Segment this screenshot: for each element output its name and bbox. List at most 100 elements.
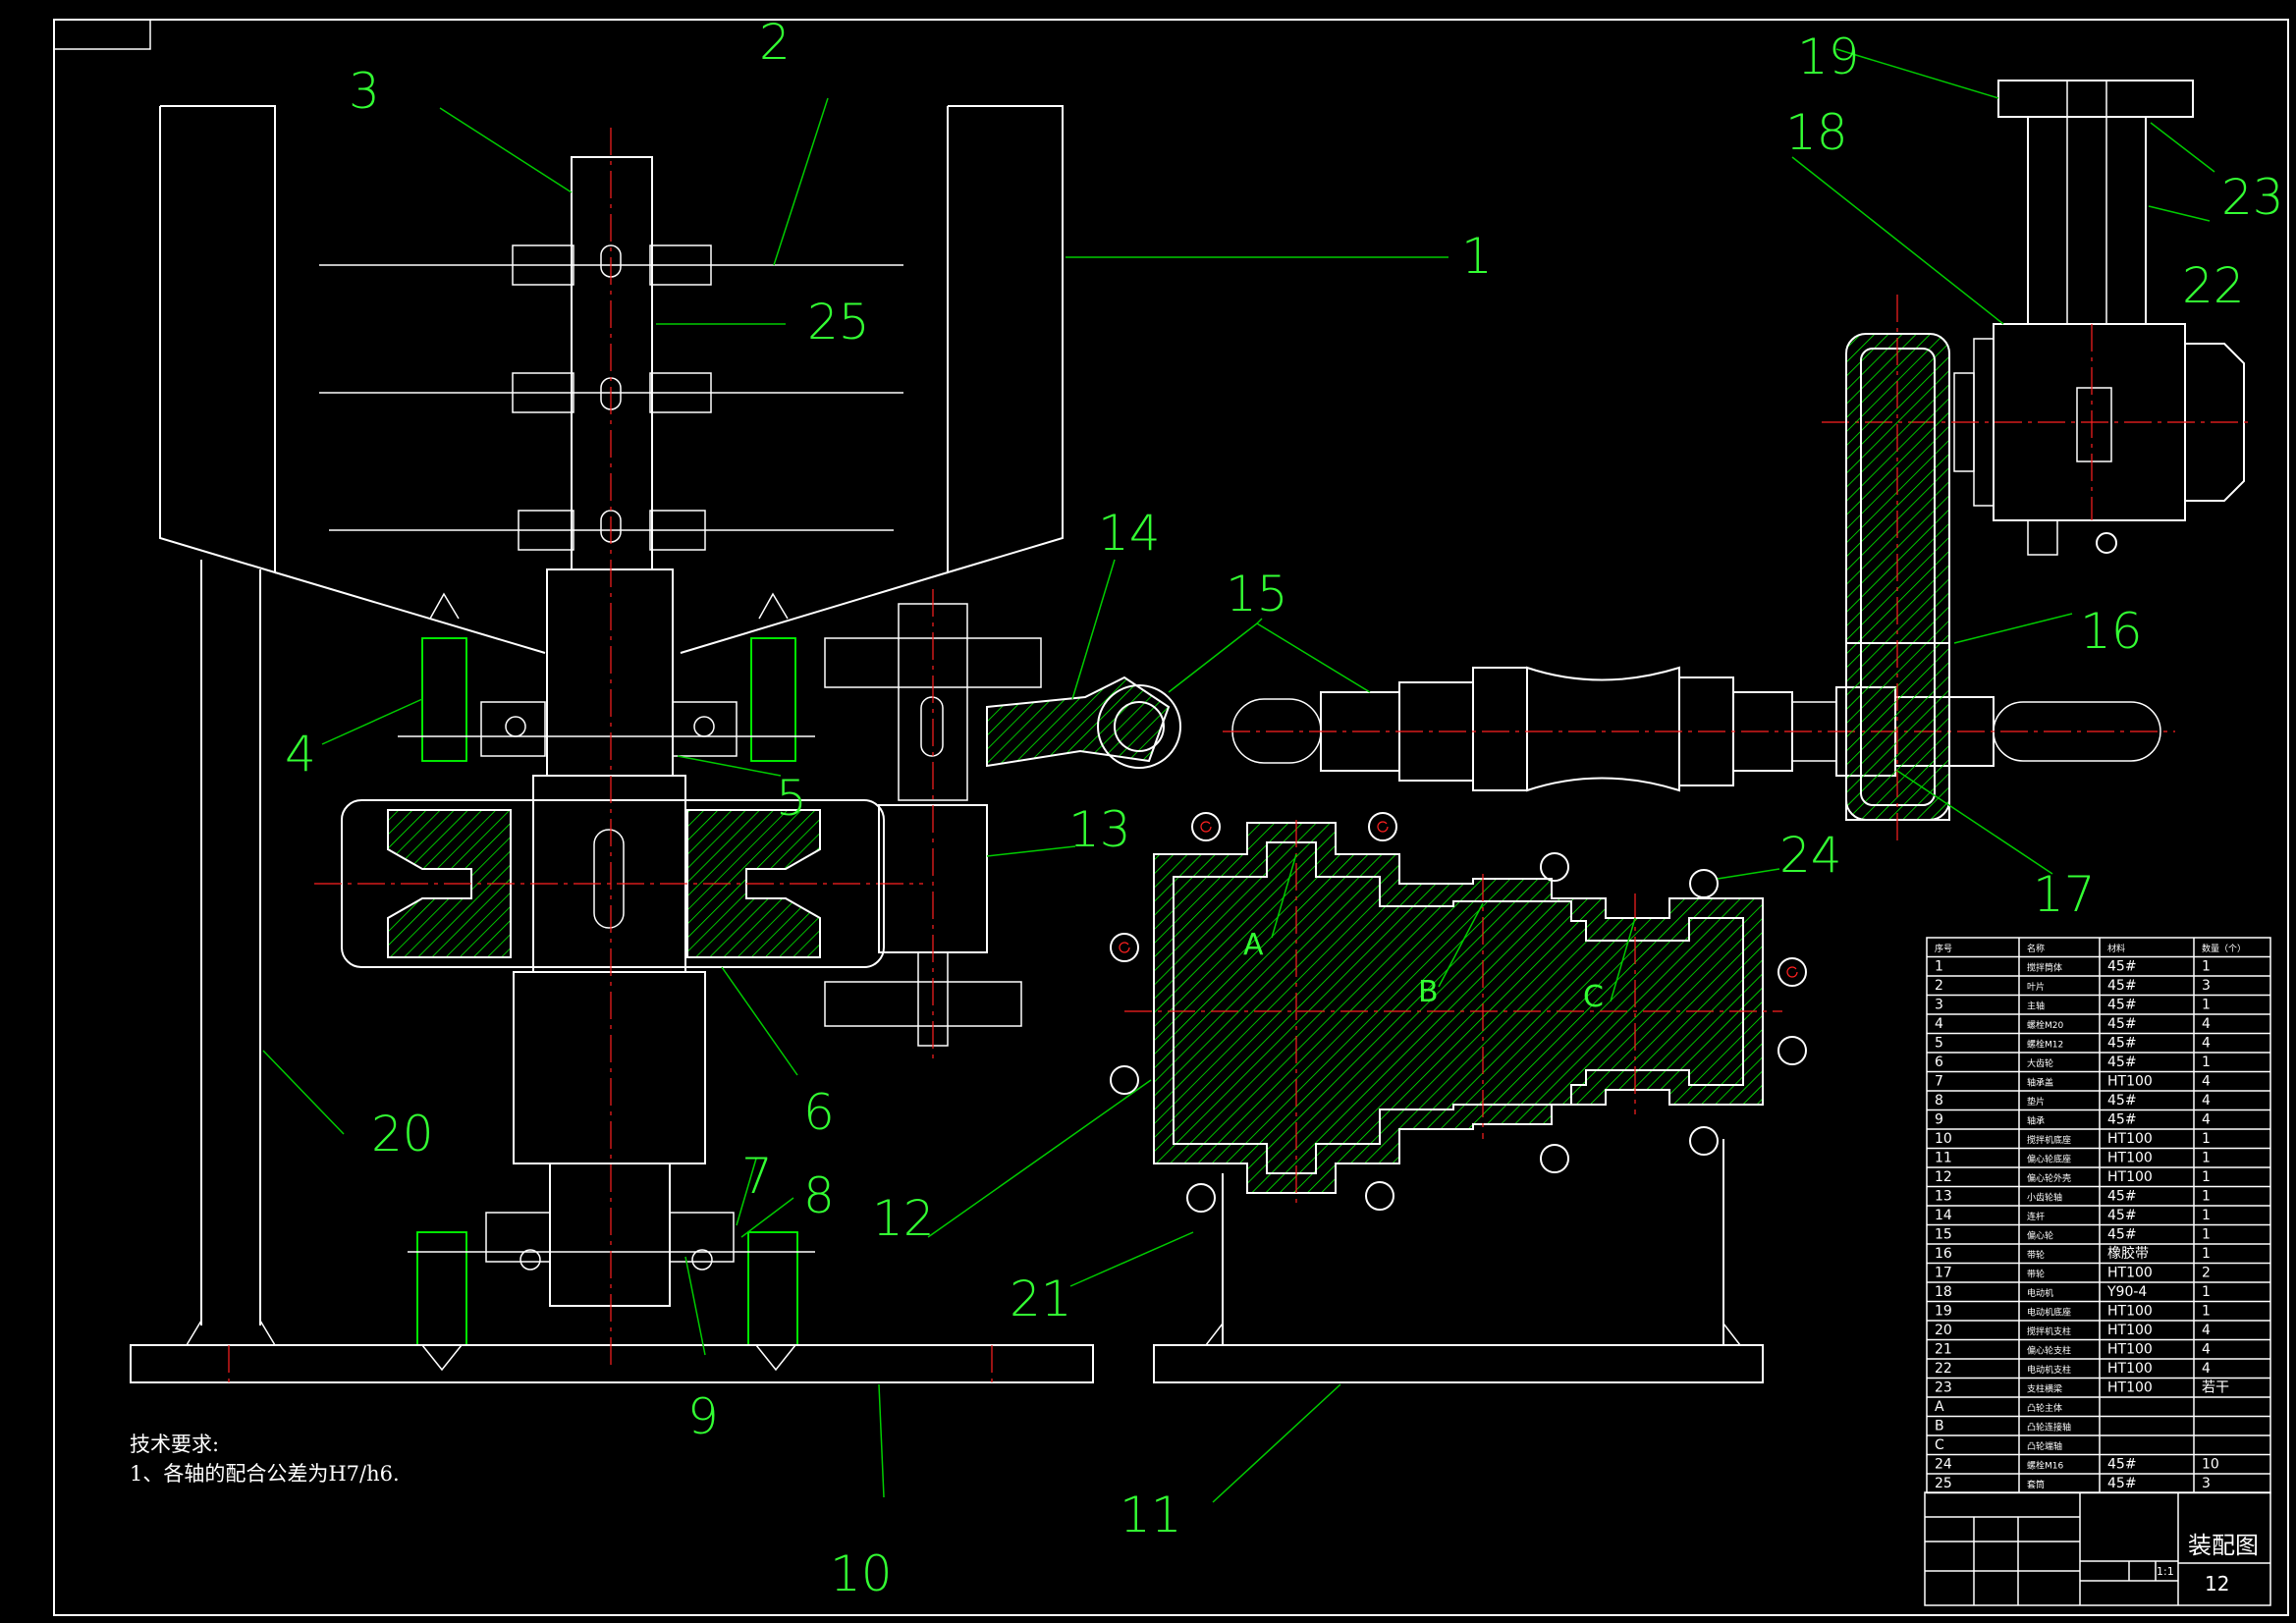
bom-cell-qty: 1 [2202,1284,2211,1300]
bom-cell-no: C [1935,1437,1944,1453]
bom-cell-no: A [1935,1399,1944,1415]
bom-cell-qty: 3 [2202,978,2211,994]
callout-3: 3 [349,63,380,120]
bom-cell-no: 13 [1935,1189,1952,1205]
callout-1: 1 [1461,228,1493,285]
bom-cell-name: 套筒 [2027,1479,2045,1490]
bom-cell-name: 偏心轮底座 [2027,1154,2071,1165]
callout-4: 4 [285,726,316,783]
bom-cell-no: 19 [1935,1304,1952,1320]
callout-25: 25 [807,294,870,351]
bom-cell-no: 3 [1935,998,1943,1013]
section-label-b: B [1418,975,1439,1009]
bom-cell-no: 9 [1935,1112,1943,1128]
bom-cell-name: 螺栓M12 [2027,1039,2063,1051]
pinion-linkage-assembly [824,589,1181,1060]
bom-cell-qty: 3 [2202,1476,2211,1491]
bom-cell-name: 叶片 [2027,981,2045,993]
motor-belt-assembly [1822,80,2254,844]
cam-shaft-assembly [1223,666,2175,792]
bom-cell-no: 18 [1935,1284,1952,1300]
bom-cell-qty: 1 [2202,1131,2211,1147]
bom-cell-no: 14 [1935,1208,1952,1223]
bom-cell-material: 45# [2107,998,2137,1013]
bom-cell-name: 螺栓M20 [2027,1019,2063,1031]
bom-cell-no: 25 [1935,1476,1952,1491]
bom-header: 材料 [2107,943,2125,954]
bom-cell-name: 偏心轮支柱 [2027,1345,2071,1357]
title-text: 装配图 [2188,1532,2259,1559]
callout-22: 22 [2182,257,2245,314]
bom-cell-qty: 4 [2202,1074,2211,1090]
bom-cell-name: 搅拌机支柱 [2027,1325,2071,1337]
bom-cell-name: 连杆 [2027,1211,2045,1222]
callout-13: 13 [1068,801,1131,858]
callout-14: 14 [1098,505,1161,562]
callout-24: 24 [1779,827,1842,884]
bom-cell-qty: 1 [2202,1151,2211,1166]
callout-21: 21 [1010,1271,1072,1327]
bom-cell-material: 45# [2107,1093,2137,1109]
bom-cell-material: 45# [2107,959,2137,975]
bom-cell-no: 8 [1935,1093,1943,1109]
callout-5: 5 [776,770,807,827]
bom-cell-no: 4 [1935,1016,1943,1032]
eccentric-housing [1110,812,1807,1383]
bom-header: 序号 [1935,943,1952,954]
drawing-border-corner [53,19,151,50]
bom-cell-name: 支柱横梁 [2027,1383,2062,1395]
bom-cell-name: 凸轮主体 [2027,1402,2062,1414]
bom-cell-name: 轴承 [2027,1115,2045,1127]
bom-cell-no: 21 [1935,1342,1952,1358]
bom-cell-material: 45# [2107,1208,2137,1223]
callout-numbers: 1 2 3 4 5 6 7 8 9 10 11 12 13 14 15 16 1… [285,14,2284,1602]
bom-cell-material: 45# [2107,1227,2137,1243]
bom-cell-name: 凸轮连接轴 [2027,1422,2071,1434]
bom-cell-no: 7 [1935,1074,1943,1090]
bom-cell-name: 凸轮端轴 [2027,1440,2062,1452]
bom-cell-name: 小齿轮轴 [2027,1192,2062,1204]
notes-line-1: 1、各轴的配合公差为H7/h6. [130,1462,400,1486]
bom-cell-material: 45# [2107,1189,2137,1205]
bom-cell-qty: 1 [2202,1208,2211,1223]
bom-cell-no: 20 [1935,1323,1952,1338]
callout-11: 11 [1120,1487,1182,1543]
bom-cell-material: HT100 [2107,1074,2153,1090]
mixer-assembly [130,105,1094,1384]
bom-cell-qty: 4 [2202,1016,2211,1032]
callout-7: 7 [741,1148,773,1205]
bom-cell-qty: 10 [2202,1457,2219,1473]
callout-15: 15 [1226,566,1288,622]
bom-cell-material: 45# [2107,1457,2137,1473]
bom-cell-material: Y90-4 [2106,1284,2147,1300]
callout-6: 6 [803,1084,835,1141]
bom-cell-qty: 1 [2202,1189,2211,1205]
bom-cell-material: 45# [2107,1476,2137,1491]
drawing-border [53,19,2289,1616]
bom-cell-name: 搅拌机底座 [2027,1134,2071,1146]
bom-cell-name: 螺栓M16 [2027,1460,2063,1472]
bom-cell-name: 搅拌筒体 [2027,962,2062,974]
bom-header: 名称 [2027,943,2045,954]
bom-cell-material: HT100 [2107,1342,2153,1358]
drawing-number: 12 [2205,1572,2229,1596]
bom-cell-qty: 4 [2202,1093,2211,1109]
bom-cell-material: 45# [2107,1055,2137,1070]
bom-cell-material: 45# [2107,1112,2137,1128]
bom-cell-name: 电动机底座 [2027,1307,2071,1319]
bom-cell-qty: 1 [2202,1055,2211,1070]
callout-17: 17 [2033,866,2096,923]
bom-cell-material: HT100 [2107,1361,2153,1377]
bom-cell-name: 偏心轮外壳 [2027,1172,2071,1184]
callout-12: 12 [872,1190,935,1247]
bom-frame [1926,937,2271,1494]
bom-cell-material: 45# [2107,1016,2137,1032]
bom-cell-material: HT100 [2107,1304,2153,1320]
section-label-c: C [1583,980,1604,1014]
bom-cell-no: 22 [1935,1361,1952,1377]
bom-cell-name: 轴承盖 [2027,1077,2053,1089]
bom-cell-qty: 若干 [2202,1380,2229,1396]
bom-cell-no: 11 [1935,1151,1952,1166]
